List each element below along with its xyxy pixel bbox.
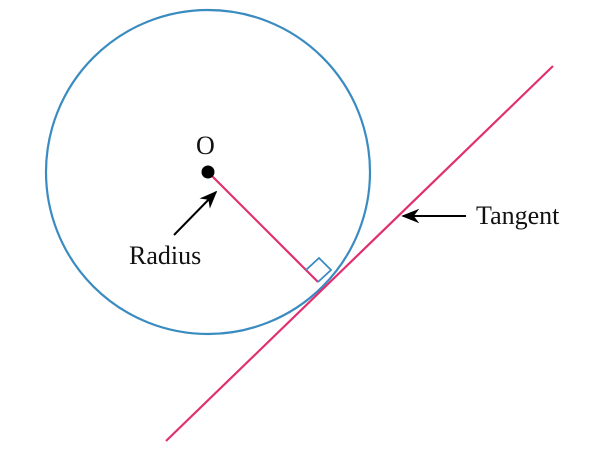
- radius-pointer-arrow: [173, 190, 218, 236]
- circle: [44, 8, 372, 336]
- tangent-line: [165, 65, 554, 442]
- radius-line: [207, 171, 319, 283]
- radius-label: Radius: [129, 241, 201, 270]
- tangent-label: Tangent: [476, 201, 560, 230]
- right-angle-mark: [305, 256, 333, 283]
- center-point: [201, 165, 215, 179]
- center-label: O: [196, 131, 215, 160]
